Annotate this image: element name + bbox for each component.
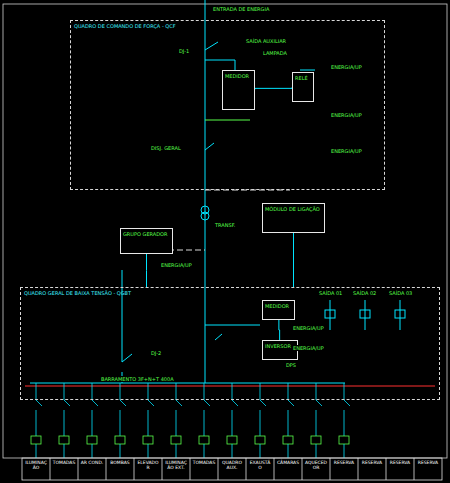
table-cell: QUADRO AUX.: [219, 460, 245, 470]
panel-frame: QUADRO DE COMANDO DE FORÇA - QCF MEDIDOR R…: [70, 20, 385, 190]
relay-box: RELÉ: [292, 72, 314, 102]
wire-label: ENERGIA/UP: [330, 148, 363, 154]
panel-frame: QUADRO GERAL DE BAIXA TENSÃO - QGBTMEDID…: [20, 287, 440, 400]
table-cell: RESERVA: [387, 460, 413, 465]
wire-label: SAÍDA AUXILIAR: [245, 38, 287, 44]
table-cell: ILUMINAÇÃO: [23, 460, 49, 470]
wire-label: DPS: [285, 362, 297, 368]
wire-label: SAÍDA 02: [352, 290, 377, 296]
table-cell: RESERVA: [331, 460, 357, 465]
wire-label: ENERGIA/UP: [292, 345, 325, 351]
wire-label: DJ-2: [150, 350, 162, 356]
meter-box: MEDIDOR: [262, 300, 295, 320]
node-text: RELÉ: [295, 75, 311, 81]
table-cell: ELEVADOR: [135, 460, 161, 470]
wire-label: SAÍDA 03: [388, 290, 413, 296]
module-box: MÓDULO DE LIGAÇÃO: [262, 203, 325, 233]
table-cell: ILUMINAÇÃO EXT.: [163, 460, 189, 470]
wire-label: ENERGIA/UP: [330, 112, 363, 118]
table-cell: CÂMARAS: [275, 460, 301, 465]
node-text: INVERSOR: [265, 343, 295, 349]
wire-label: DJ-1: [178, 48, 190, 54]
table-cell: TOMADAS: [191, 460, 217, 465]
table-cell: TOMADAS: [51, 460, 77, 465]
table-cell: RESERVA: [359, 460, 385, 465]
wire-label: DISJ. GERAL: [150, 145, 182, 151]
wire-label: ENTRADA DE ENERGIA: [212, 6, 270, 12]
table-cell: BOMBAS: [107, 460, 133, 465]
wire-label: ENERGIA/UP: [292, 325, 325, 331]
node-text: QUADRO DE COMANDO DE FORÇA - QCF: [71, 21, 384, 31]
wire-connector: [293, 233, 294, 287]
wire-label: LAMPADA: [262, 50, 288, 56]
wire-connector: [278, 320, 280, 340]
wire-label: ENERGIA/UP: [160, 262, 193, 268]
node-text: GRUPO GERADOR: [123, 231, 170, 237]
wire-label: TRANSF.: [214, 222, 236, 228]
wire-label: BARRAMENTO 3F+N+T 400A: [100, 376, 175, 382]
wire-label: SAÍDA 01: [318, 290, 343, 296]
generator-box: GRUPO GERADOR: [120, 228, 173, 254]
table-cell: AQUECEDOR: [303, 460, 329, 470]
node-text: MEDIDOR: [265, 303, 292, 309]
table-cell: RESERVA: [415, 460, 441, 465]
table-cell: EXAUSTÃO: [247, 460, 273, 470]
table-cell: AR COND.: [79, 460, 105, 465]
node-text: MEDIDOR: [225, 73, 252, 79]
node-text: MÓDULO DE LIGAÇÃO: [265, 206, 322, 212]
wire-connector: [146, 254, 147, 287]
wire-connector: [255, 88, 292, 90]
wire-label: ENERGIA/UP: [330, 64, 363, 70]
meter-box: MEDIDOR: [222, 70, 255, 110]
